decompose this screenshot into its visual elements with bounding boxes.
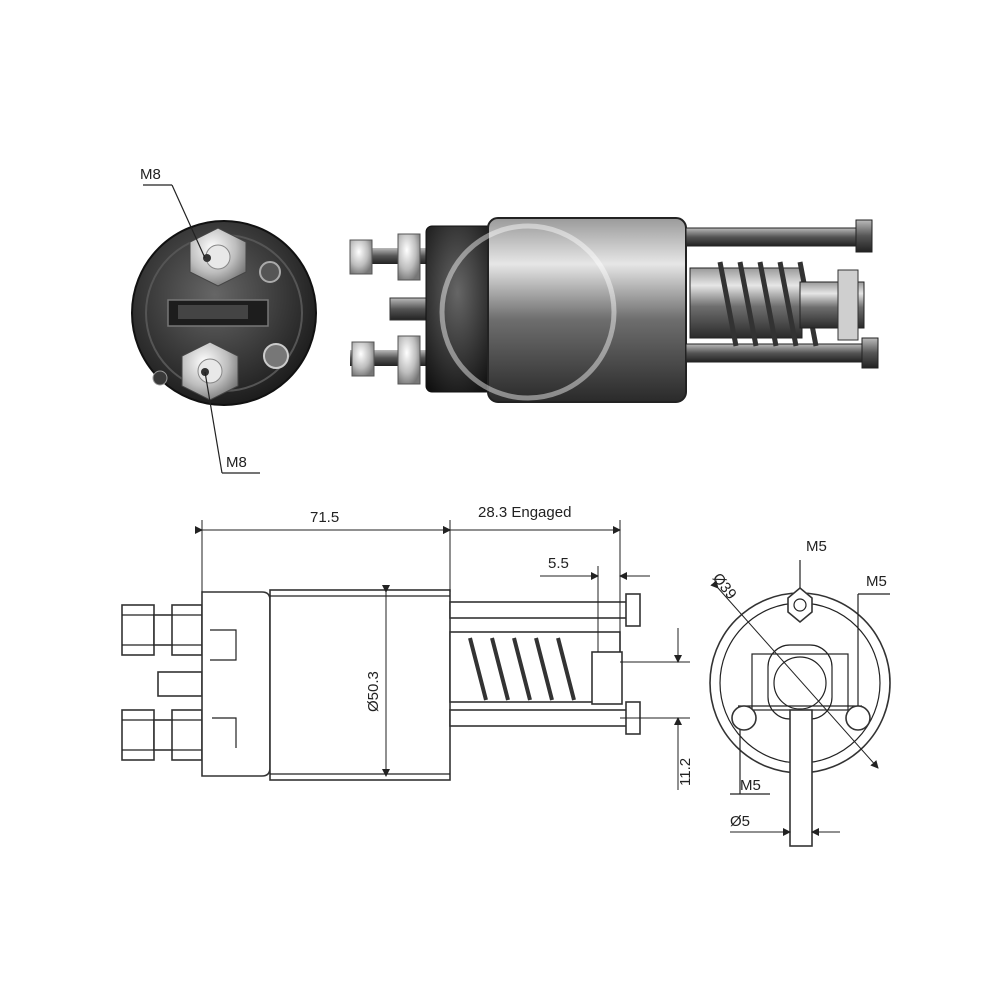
dim-rod-spacing: 11.2 [620, 628, 694, 790]
label-diameter-5: Ø5 [730, 813, 750, 830]
label-m5-top: M5 [806, 538, 827, 555]
label-m8-bottom: M8 [226, 454, 247, 471]
leader-m8-bottom [204, 371, 223, 474]
drawing-end-view [709, 580, 891, 847]
label-m5-left: M5 [740, 777, 761, 794]
dim-body-diameter: Ø50.3 [365, 585, 390, 777]
label-m5-right: M5 [866, 573, 887, 590]
dim-engaged: 28.3 Engaged [443, 504, 621, 652]
leader-m8-top [171, 184, 206, 259]
photo-side-view [349, 217, 879, 403]
terminal-top-nut [189, 227, 247, 287]
dim-diameter-50-3: Ø50.3 [365, 671, 382, 712]
dim-28-3-engaged: 28.3 Engaged [478, 504, 571, 521]
dim-11-2: 11.2 [677, 758, 694, 786]
drawing-side-view [121, 589, 641, 781]
dim-plunger-gap: 5.5 [540, 555, 650, 652]
dim-body-length: 71.5 [195, 509, 451, 592]
dim-5-5: 5.5 [548, 555, 569, 572]
dim-diameter-39: Ø39 [709, 570, 740, 603]
label-m8-top: M8 [140, 166, 161, 183]
dim-71-5: 71.5 [310, 509, 339, 526]
photo-end-view [131, 220, 317, 406]
